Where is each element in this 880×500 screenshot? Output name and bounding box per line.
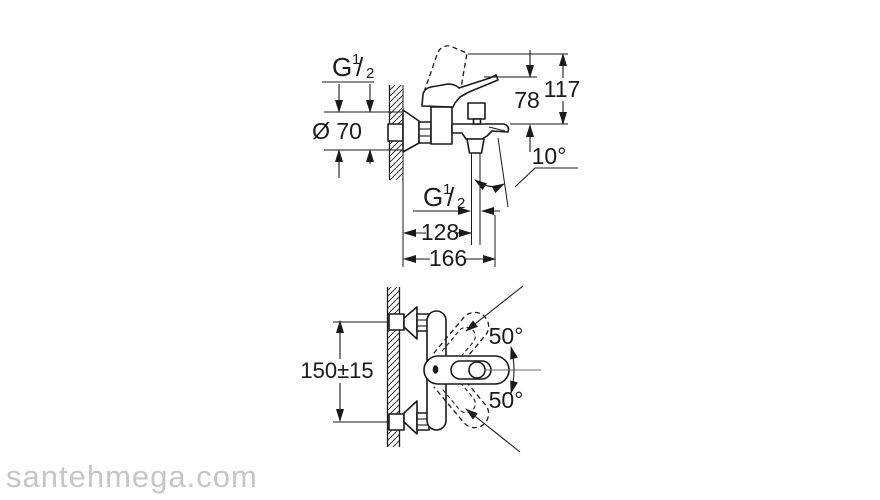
thread-top-slash: / — [356, 52, 364, 82]
handle-screw-dot — [432, 365, 439, 374]
thread-outlet-denominator: 2 — [457, 195, 465, 212]
lever-handle-raised-dashed — [423, 45, 468, 93]
mixer-body — [430, 106, 453, 145]
handle-swing-dashed-lower — [433, 368, 490, 429]
wall-fitting-square — [387, 123, 404, 142]
wall-connection-upper — [388, 306, 430, 340]
center-distance-label: 150±15 — [300, 358, 373, 383]
dim-angle-10: 10° — [474, 143, 578, 194]
side-view: G 1 / 2 Ø 70 78 117 — [312, 45, 581, 271]
outlet-axis-tilted — [497, 137, 509, 208]
dim-angle-50-upper: 50° — [465, 285, 524, 349]
lever-handle — [421, 74, 499, 108]
dim-depth-128: 128 — [403, 219, 472, 245]
depth-166-label: 166 — [429, 245, 467, 271]
swing-up-label: 50° — [489, 323, 524, 349]
thread-outlet-label: G — [423, 182, 443, 212]
diameter-label: Ø 70 — [312, 118, 362, 144]
dim-height-117: 117 — [544, 53, 581, 125]
thread-outlet-slash: / — [447, 182, 455, 212]
handle-swing-dashed-upper — [433, 311, 490, 372]
shower-outlet — [466, 137, 509, 245]
swing-arc — [484, 346, 541, 394]
outlet-angle-label: 10° — [532, 143, 567, 169]
swing-down-label: 50° — [489, 387, 524, 413]
aerator-detail — [488, 126, 506, 132]
spout-height-label: 78 — [514, 87, 540, 113]
thread-top-denominator: 2 — [366, 65, 374, 82]
total-height-label: 117 — [544, 76, 581, 102]
dim-g-half-top: G 1 / 2 — [322, 51, 374, 164]
watermark-text: santehmega.com — [6, 459, 258, 494]
dim-diameter-70: Ø 70 — [312, 84, 402, 178]
thread-top-numerator: 1 — [352, 51, 360, 68]
dim-g-half-outlet: G 1 / 2 — [413, 181, 500, 215]
front-view: 150±15 50° 50° — [300, 285, 541, 453]
union-nut — [418, 121, 432, 144]
thread-top-label: G — [332, 52, 352, 82]
thread-outlet-numerator: 1 — [443, 181, 451, 198]
handle-top-view — [423, 355, 510, 385]
dim-depth-166: 166 — [403, 215, 496, 271]
union-escutcheon — [402, 109, 420, 153]
depth-128-label: 128 — [421, 219, 459, 245]
diverter-knob — [467, 102, 486, 125]
dim-angle-50-lower: 50° — [465, 387, 524, 453]
dim-height-78: 78 — [468, 50, 568, 152]
spout — [451, 123, 510, 140]
dim-span-150: 150±15 — [300, 320, 374, 422]
